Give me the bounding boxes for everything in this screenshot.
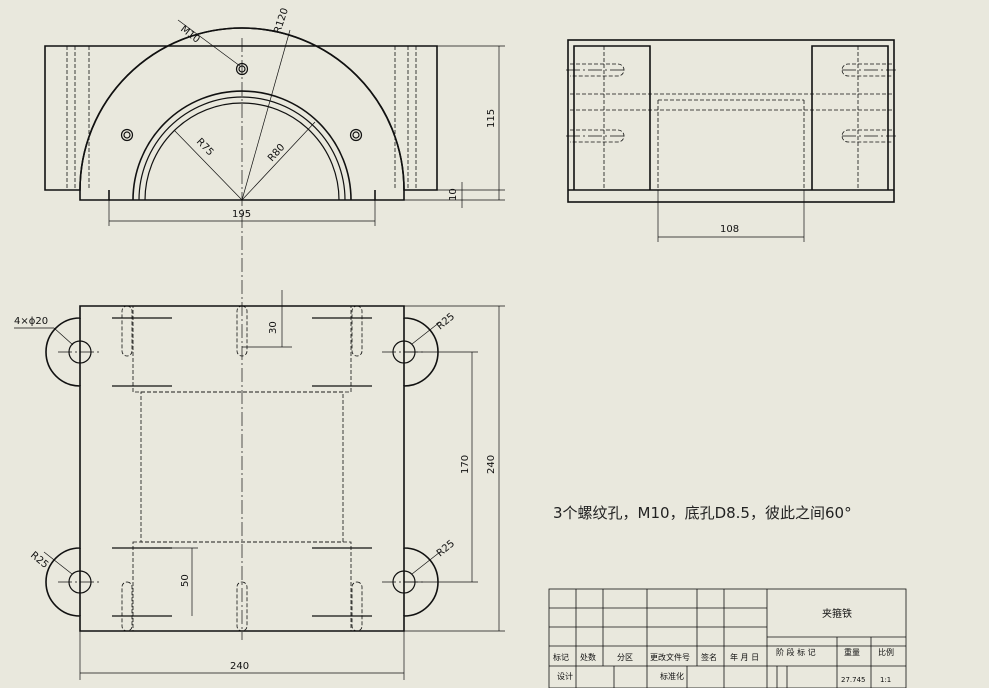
- dim-170: 170: [460, 455, 471, 474]
- header-count: 处数: [580, 652, 596, 662]
- scale-value: 1:1: [880, 676, 891, 684]
- header-sign: 签名: [701, 652, 717, 662]
- dim-10: 10: [448, 188, 459, 201]
- header-zone: 分区: [617, 653, 633, 662]
- side-view: 108: [566, 39, 896, 242]
- note-threaded-holes: 3个螺纹孔，M10，底孔D8.5，彼此之间60°: [553, 504, 852, 522]
- dim-240-vertical: 240: [486, 455, 497, 474]
- row-design: 设计: [557, 671, 573, 681]
- top-view: 4×ϕ20 R25 R25 R25 30 50 170 240 240: [14, 290, 505, 680]
- label-holes-4xphi20: 4×ϕ20: [14, 316, 48, 327]
- label-r75: R75: [194, 136, 216, 158]
- header-date: 年 月 日: [730, 652, 759, 662]
- label-r25-bottom-left: R25: [28, 550, 50, 571]
- part-name: 夹箍铁: [822, 607, 852, 620]
- header-doc: 更改文件号: [650, 652, 690, 662]
- weight-label: 重量: [844, 647, 860, 657]
- label-r25-bottom-right: R25: [435, 538, 457, 559]
- dim-115: 115: [486, 109, 497, 128]
- title-block: 夹箍铁 标记 处数 分区 更改文件号 签名 年 月 日 设计 标准化 阶 段 标…: [548, 588, 907, 688]
- dim-30: 30: [268, 321, 279, 334]
- label-r120: R120: [272, 7, 291, 35]
- dim-108: 108: [720, 224, 739, 235]
- row-standard: 标准化: [660, 671, 684, 681]
- scale-label: 比例: [878, 647, 894, 657]
- dim-240-horizontal: 240: [230, 661, 249, 672]
- dim-195: 195: [232, 209, 251, 220]
- header-mark: 标记: [553, 652, 569, 662]
- stage-label: 阶 段 标 记: [776, 647, 816, 657]
- label-r80: R80: [266, 142, 287, 164]
- dim-50: 50: [180, 574, 191, 587]
- weight-value: 27.745: [841, 676, 866, 684]
- label-m10: M10: [178, 24, 202, 46]
- label-r25-top-right: R25: [435, 311, 457, 332]
